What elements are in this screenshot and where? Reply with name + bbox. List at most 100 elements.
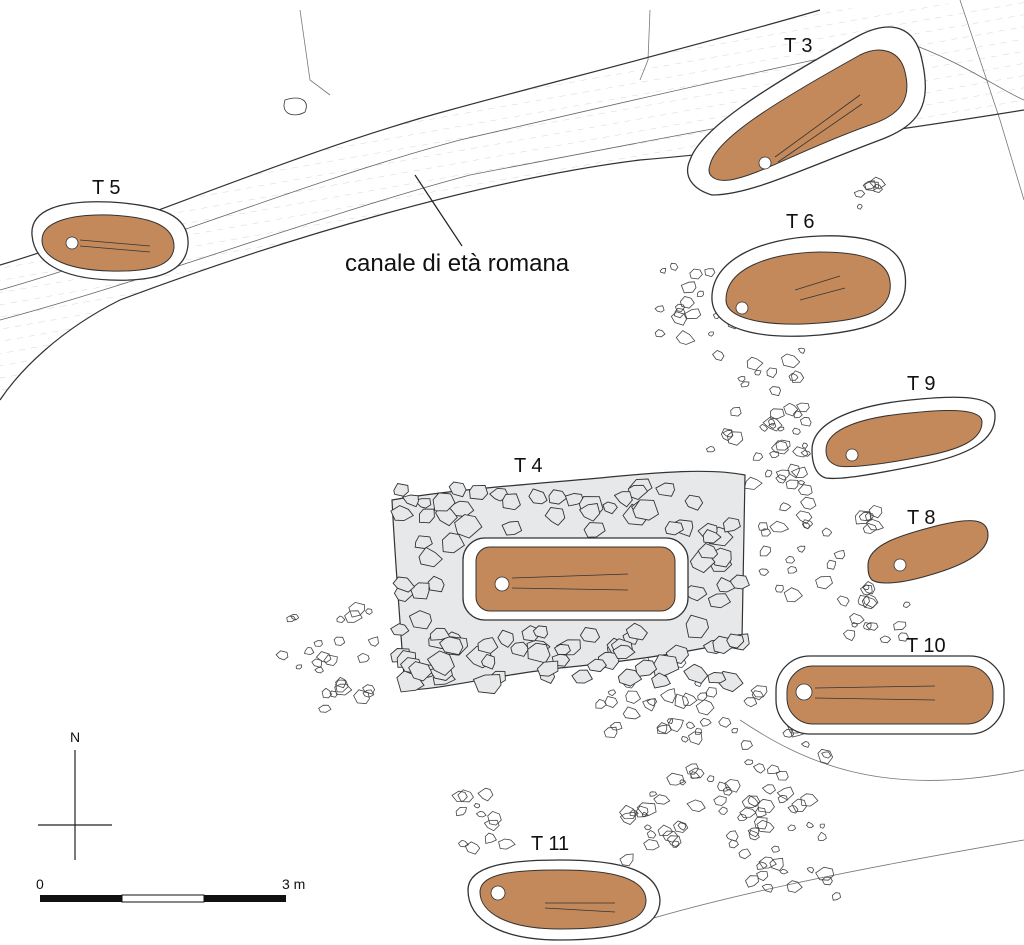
stone [532,625,548,639]
stone [401,494,419,508]
stone [757,522,769,531]
stone [790,466,808,479]
stone [787,824,796,831]
stone [448,481,467,498]
canal-label: canale di età romana [345,250,570,277]
stone [766,367,778,379]
stone [770,408,785,420]
stone [571,669,594,684]
stone [802,442,809,450]
stone [795,510,813,525]
north-label: N [70,729,80,745]
stone [707,593,732,609]
stone [578,502,601,522]
stone [754,816,768,830]
stone [865,622,879,631]
stone [659,267,667,274]
tomb-label-t11: T 11 [531,833,569,855]
stone [817,748,834,765]
stone [775,439,791,451]
stone [426,650,455,677]
stone [699,717,712,727]
stone [758,856,777,869]
stone [817,831,827,842]
tomb-t4 [475,546,676,612]
stone [484,832,497,844]
stone [502,493,521,511]
stone [548,489,568,505]
stone [879,635,892,644]
stone [656,722,673,735]
tomb-label-t8: T 8 [907,507,936,529]
stone [683,663,709,684]
stone [290,613,300,621]
stone [684,308,702,320]
stone [625,622,648,641]
tomb-label-t5: T 5 [92,177,121,199]
stone [660,688,676,704]
stone [464,841,481,855]
stone [718,806,728,815]
stone [353,689,370,705]
skeleton-t4 [494,573,629,592]
stone [685,721,696,730]
stone [769,857,784,871]
stone [859,584,873,596]
stone [579,627,601,643]
stone [747,795,761,808]
stone [777,426,785,432]
stone [836,595,850,607]
stone [457,789,474,803]
stone [429,627,451,641]
stone [893,621,907,631]
stone [722,517,741,533]
rubble-stones [275,176,911,901]
stone [323,654,338,667]
stone [771,845,780,853]
stone [646,698,658,707]
stone [418,508,435,524]
tomb-t10 [775,655,1005,735]
stone [800,450,811,457]
stone [675,330,696,345]
stone [797,484,813,496]
stone [769,520,790,533]
stone [679,779,687,786]
stone [774,584,784,593]
stone [864,512,874,521]
stone [741,794,760,809]
tomb-t11 [467,859,661,941]
stone [756,870,769,882]
stone [275,650,289,661]
stone [842,629,856,642]
stone [775,770,789,781]
tomb-t9 [811,396,996,480]
stone [761,883,774,893]
stone [821,527,833,537]
stone [747,827,760,838]
stone [334,683,353,696]
stone [862,523,878,534]
skull-t9 [845,448,859,462]
stone [800,496,817,510]
stone [770,440,789,455]
stone [311,658,323,668]
stone [819,823,825,829]
stone [313,640,323,647]
stone [321,687,333,699]
stone [781,353,801,369]
stone [472,674,502,695]
stone [641,811,649,817]
stone [717,781,732,792]
stone [664,521,684,536]
stone [473,803,481,809]
stone [821,751,832,759]
stone [613,491,633,508]
stone [528,488,548,505]
stone [764,469,773,478]
tomb-t8 [867,520,989,584]
stone [707,331,714,337]
stone [653,794,671,805]
scale-label-start: 0 [36,876,44,892]
